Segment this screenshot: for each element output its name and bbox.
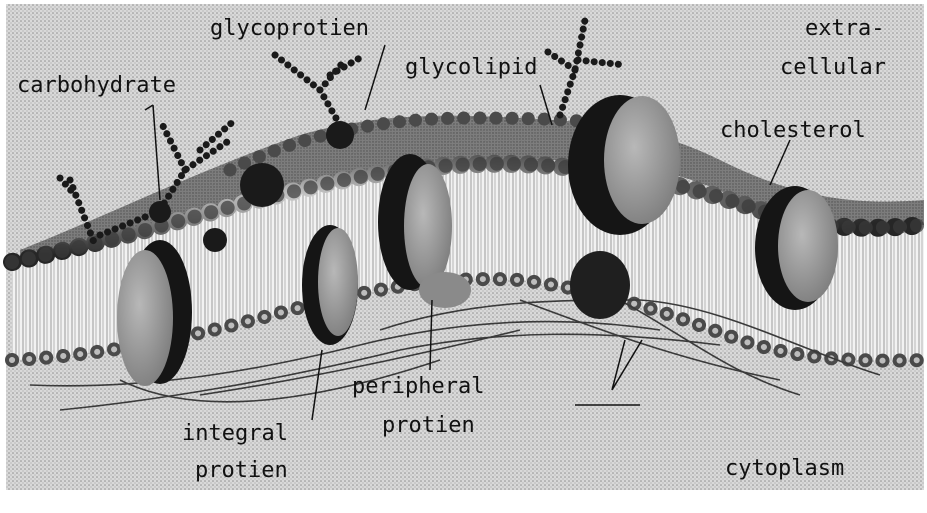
label-integral-line2: protien — [195, 458, 288, 483]
label-glycoprotien: glycoprotien — [210, 16, 369, 41]
label-peripheral-line2: protien — [382, 413, 475, 438]
label-carbohydrate: carbohydrate — [17, 73, 176, 98]
integral-protein-5 — [755, 186, 838, 310]
label-cytoplasm: cytoplasm — [725, 456, 844, 481]
label-glycolipid: glycolipid — [405, 55, 537, 80]
label-extracellular-line1: extra- — [805, 16, 884, 41]
label-integral-line1: integral — [182, 421, 288, 446]
integral-protein-2 — [302, 225, 358, 345]
integral-protein-3 — [378, 154, 452, 290]
label-extracellular-line2: cellular — [780, 55, 886, 80]
label-cholesterol: cholesterol — [720, 118, 866, 143]
label-peripheral-line1: peripheral — [352, 374, 484, 399]
